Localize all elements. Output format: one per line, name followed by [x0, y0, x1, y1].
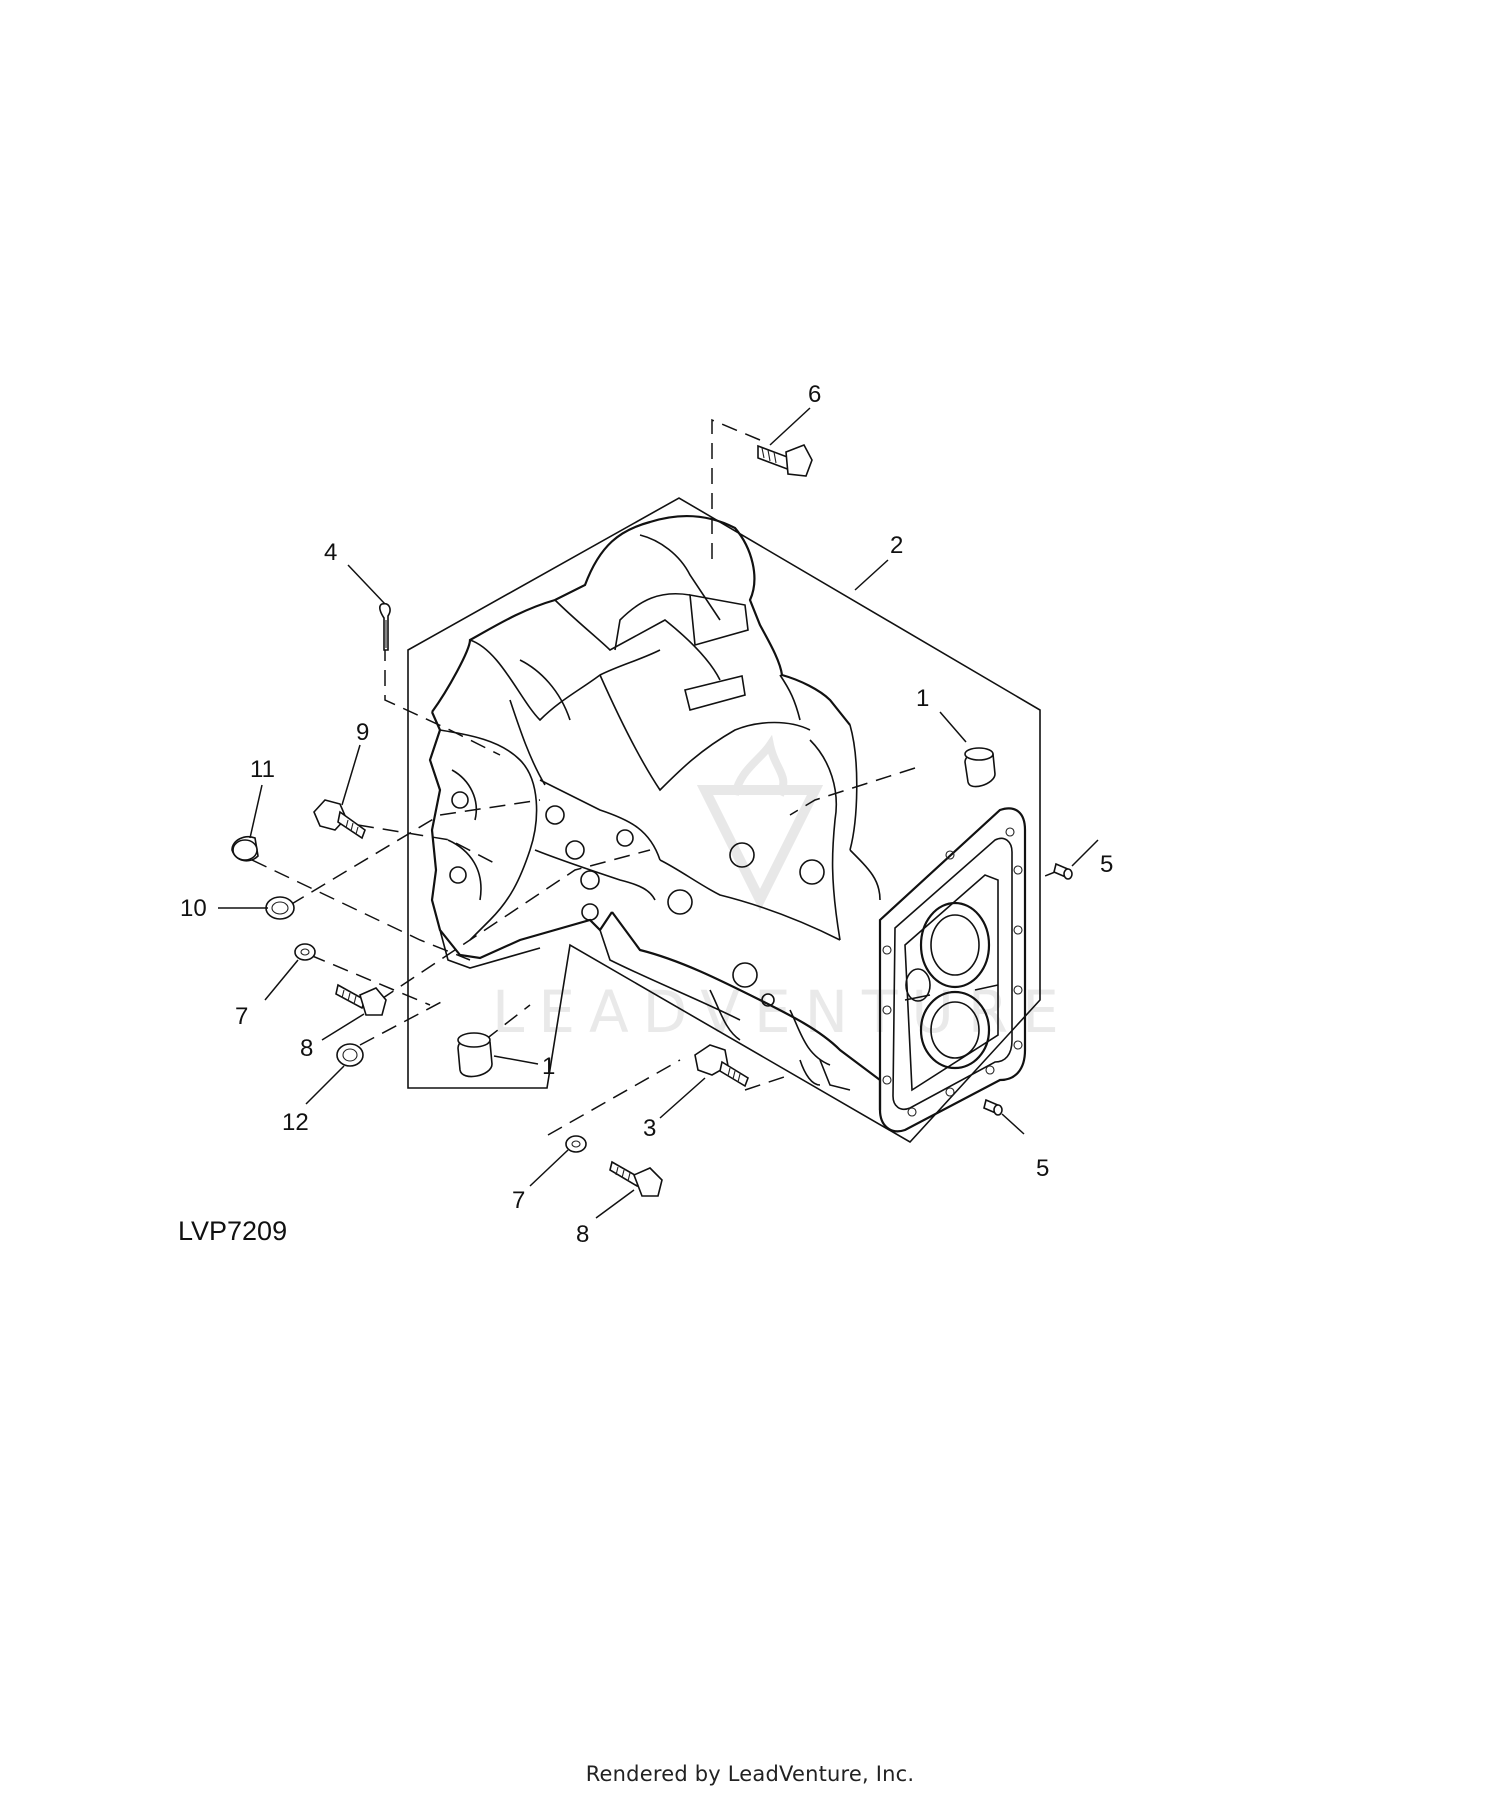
leader-8b: [595, 1189, 635, 1219]
dash-bolt-9: [357, 824, 499, 866]
part-plug-10: [265, 896, 295, 920]
leader-9: [341, 744, 361, 806]
leader-5a: [1071, 839, 1099, 867]
watermark: LEADVENTURE: [492, 734, 1073, 1046]
leader-8a: [321, 1013, 365, 1041]
leader-7a: [264, 959, 299, 1001]
part-pin-5b: [983, 1098, 1003, 1116]
part-bolt-4: [694, 1044, 749, 1088]
transmission-housing: [428, 514, 1027, 1133]
watermark-text: LEADVENTURE: [492, 978, 1073, 1046]
part-dowel-1a: [964, 747, 996, 788]
part-plug-12: [336, 1043, 364, 1067]
leader-11: [249, 784, 263, 839]
callout-9: 9: [356, 719, 369, 746]
leader-3: [347, 564, 386, 605]
dash-pin-3: [384, 645, 501, 756]
callout-7b: 7: [512, 1187, 525, 1214]
callout-4: 3: [643, 1115, 656, 1142]
callouts: 6 2 4 1 9 11 10 5 7 8 1 12 3 5 7 8: [180, 381, 1113, 1248]
dash-bolt-6: [711, 418, 761, 560]
callout-5b: 5: [1036, 1155, 1049, 1182]
dash-bolt-8a: [379, 849, 651, 1001]
figure-id-label: LVP7209: [178, 1216, 287, 1246]
leader-12: [305, 1065, 345, 1105]
dash-plug-10: [289, 799, 541, 906]
part-bolt-6: [757, 443, 813, 477]
dash-bolt-4: [744, 1074, 791, 1091]
leader-2: [854, 559, 889, 591]
part-washer-7a: [294, 943, 316, 961]
dash-plug-12: [359, 999, 446, 1046]
dash-washer-7a: [309, 954, 431, 1006]
callout-6: 6: [808, 381, 821, 408]
part-dowel-1b: [457, 1032, 493, 1078]
part-bolt-8a: [335, 983, 387, 1016]
dash-dowel-1a: [789, 767, 916, 816]
dash-plug-11: [251, 859, 471, 961]
dash-dowel-1b: [484, 1004, 531, 1041]
part-bolt-9: [313, 799, 366, 840]
callout-11: 11: [250, 756, 275, 783]
render-credit-footer: Rendered by LeadVenture, Inc.: [585, 1762, 915, 1786]
callout-12: 12: [282, 1109, 309, 1136]
callout-3: 4: [324, 539, 337, 566]
leader-7b: [529, 1149, 569, 1187]
leader-6: [769, 407, 811, 446]
callout-8b: 8: [576, 1221, 589, 1248]
part-washer-7b: [565, 1135, 587, 1153]
callout-7a: 7: [235, 1003, 248, 1030]
watermark-logo: [696, 734, 824, 912]
callout-5a: 5: [1100, 851, 1113, 878]
callout-1a: 1: [916, 685, 929, 712]
dash-washer-7b: [547, 1059, 681, 1136]
leader-1a: [939, 711, 967, 743]
part-bolt-8b: [609, 1160, 663, 1197]
part-plug-11: [231, 835, 259, 862]
callout-2: 2: [890, 532, 903, 559]
leader-5b: [1001, 1113, 1025, 1135]
assembly-outline: [407, 497, 1041, 1144]
leader-4: [659, 1077, 706, 1119]
leader-1b: [493, 1055, 539, 1065]
callout-10: 10: [180, 895, 207, 922]
leader-lines: [218, 407, 1099, 1219]
callout-8a: 8: [300, 1035, 313, 1062]
part-pin-5a: [1053, 862, 1073, 880]
assembly-lines: [251, 418, 1061, 1136]
callout-1b: 1: [542, 1053, 555, 1080]
part-cotter-pin-3: [379, 602, 391, 651]
